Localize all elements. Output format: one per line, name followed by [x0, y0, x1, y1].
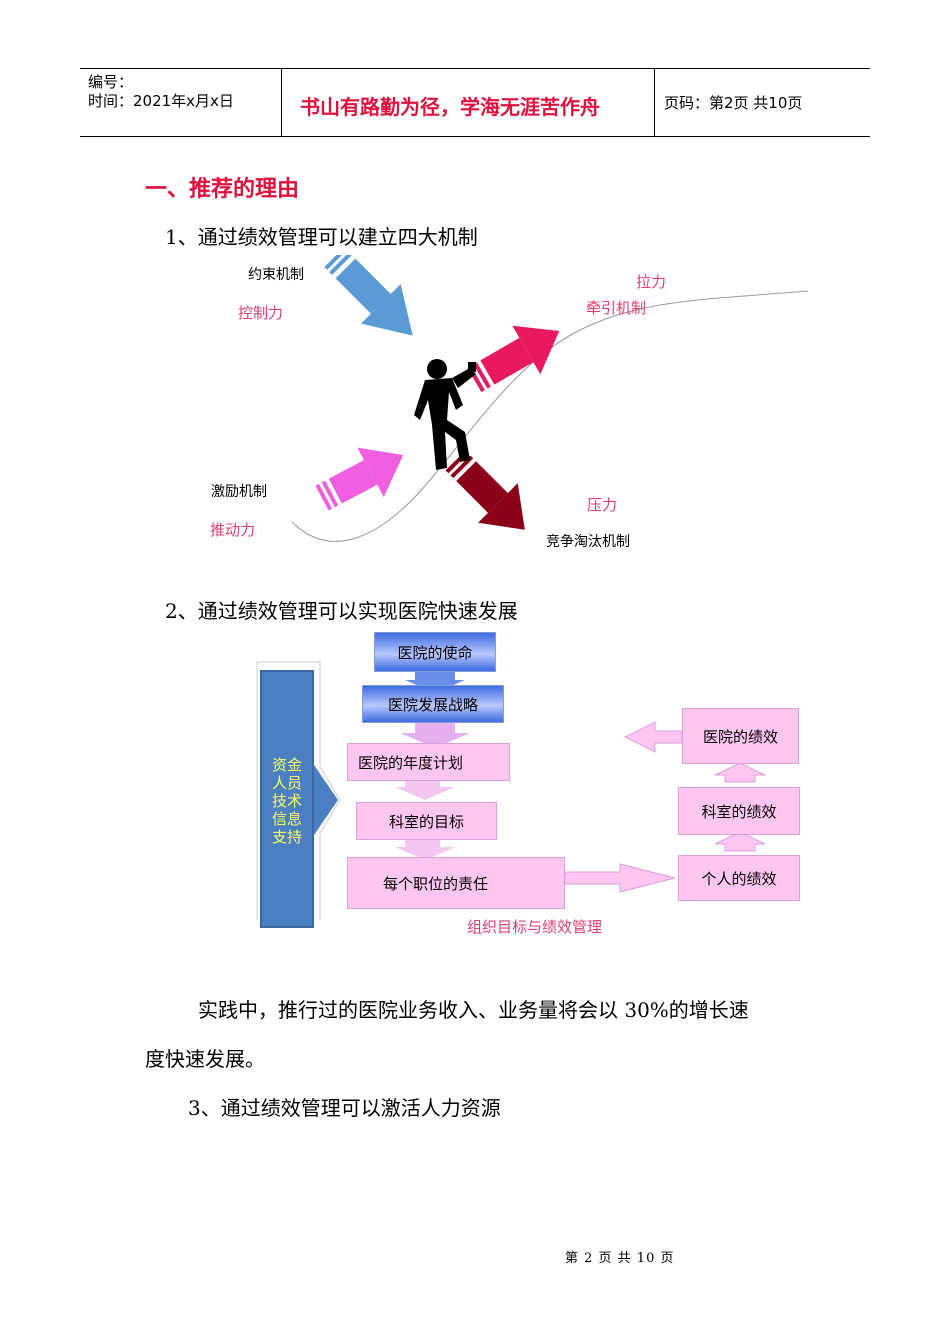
label-pull-force: 拉力: [636, 273, 667, 291]
header-bottom-rule: [80, 136, 870, 137]
traction-arrow: [467, 325, 560, 393]
item-1-heading: 1、通过绩效管理可以建立四大机制: [165, 225, 478, 249]
support-line: 支持: [271, 828, 302, 846]
competition-arrow: [445, 450, 525, 530]
flow-box-hospital-performance: 医院的绩效: [682, 708, 799, 764]
label-traction: 牵引机制: [586, 299, 647, 317]
motto: 书山有路勤为径，学海无涯苦作舟: [300, 95, 600, 119]
page-footer: 第 2 页 共 10 页: [565, 1251, 675, 1266]
label-incentive: 激励机制: [211, 484, 267, 500]
flow-connectors: [256, 661, 766, 920]
header-divider: [654, 69, 655, 136]
support-line: 信息: [271, 810, 302, 828]
flow-box-annual-plan: 医院的年度计划: [347, 743, 510, 781]
time-label: 时间：2021年x月x日: [88, 92, 234, 110]
flow-box-dept-performance: 科室的绩效: [678, 787, 800, 835]
flow-caption: 组织目标与绩效管理: [467, 918, 603, 936]
flow-box-strategy: 医院发展战略: [362, 685, 504, 723]
constraint-arrow: [324, 255, 413, 336]
serial-number-label: 编号：: [88, 73, 134, 91]
support-line: 资金: [271, 756, 302, 774]
page-number-label: 页码：第2页 共10页: [664, 94, 803, 112]
flow-box-dept-goal: 科室的目标: [356, 802, 497, 840]
growth-curve: [291, 290, 809, 542]
section-title: 一、推荐的理由: [145, 177, 300, 202]
support-line: 技术: [271, 792, 302, 810]
header-divider: [281, 69, 282, 136]
label-control-force: 控制力: [238, 304, 284, 322]
four-mechanisms-diagram: [291, 255, 809, 542]
incentive-arrow: [315, 447, 404, 511]
header-top-rule: [80, 68, 870, 69]
label-pressure: 压力: [587, 496, 618, 514]
item-2-heading: 2、通过绩效管理可以实现医院快速发展: [165, 599, 518, 623]
paragraph-line-1: 实践中，推行过的医院业务收入、业务量将会以 30%的增长速: [198, 998, 749, 1022]
label-constraint: 约束机制: [248, 267, 304, 283]
label-push-force: 推动力: [210, 521, 256, 539]
label-competition: 竞争淘汰机制: [546, 534, 630, 550]
flow-box-position-duty: 每个职位的责任: [347, 857, 565, 909]
support-line: 人员: [271, 774, 302, 792]
item-3-heading: 3、通过绩效管理可以激活人力资源: [188, 1096, 501, 1120]
flow-box-personal-performance: 个人的绩效: [678, 855, 800, 901]
climbing-man-icon: [414, 359, 476, 470]
support-resources-box: 资金 人员 技术 信息 支持: [260, 670, 314, 928]
paragraph-line-2: 度快速发展。: [145, 1047, 265, 1071]
flow-box-mission: 医院的使命: [374, 632, 496, 672]
